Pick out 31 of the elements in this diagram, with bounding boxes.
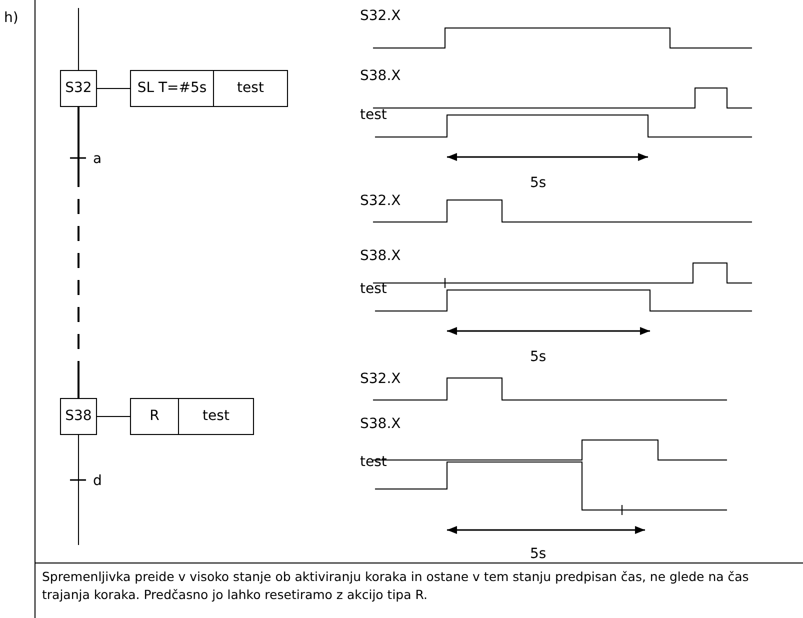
signal-name: test xyxy=(360,454,387,470)
duration-label: 5s xyxy=(530,546,546,562)
caption: Spremenljivka preide v visoko stanje ob aktiviranju koraka in ostane v tem stanju predpisan čas, ne glede na čas trajanja koraka. Predčasno jo lahko resetiramo z akcijo tipa R. xyxy=(42,568,750,604)
transition-label: a xyxy=(93,151,102,167)
action-variable: test xyxy=(202,408,230,425)
signal-name: S32.X xyxy=(360,8,401,24)
action-box xyxy=(130,70,288,107)
signal-name: S32.X xyxy=(360,193,401,209)
signal-name: S32.X xyxy=(360,371,401,387)
connector-line xyxy=(78,107,80,398)
duration-label: 5s xyxy=(530,175,546,191)
step-box xyxy=(60,398,97,435)
panel-letter: h) xyxy=(4,10,18,26)
step-box xyxy=(60,70,97,107)
signal-name: test xyxy=(360,107,387,123)
duration-label: 5s xyxy=(530,349,546,365)
connector-line xyxy=(78,8,79,70)
connector-line xyxy=(96,88,130,89)
transition-label: d xyxy=(93,473,102,489)
signal-name: S38.X xyxy=(360,416,401,432)
connector-line xyxy=(78,434,79,546)
signal-name: test xyxy=(360,281,387,297)
step-name: S32 xyxy=(65,80,92,97)
action-box xyxy=(130,398,254,435)
action-qualifier: SL T=#5s xyxy=(137,80,207,97)
step-name: S38 xyxy=(65,408,92,425)
connector-line xyxy=(96,416,130,417)
signal-name: S38.X xyxy=(360,248,401,264)
action-qualifier: R xyxy=(150,408,160,425)
action-variable: test xyxy=(237,80,264,97)
signal-name: S38.X xyxy=(360,68,401,84)
